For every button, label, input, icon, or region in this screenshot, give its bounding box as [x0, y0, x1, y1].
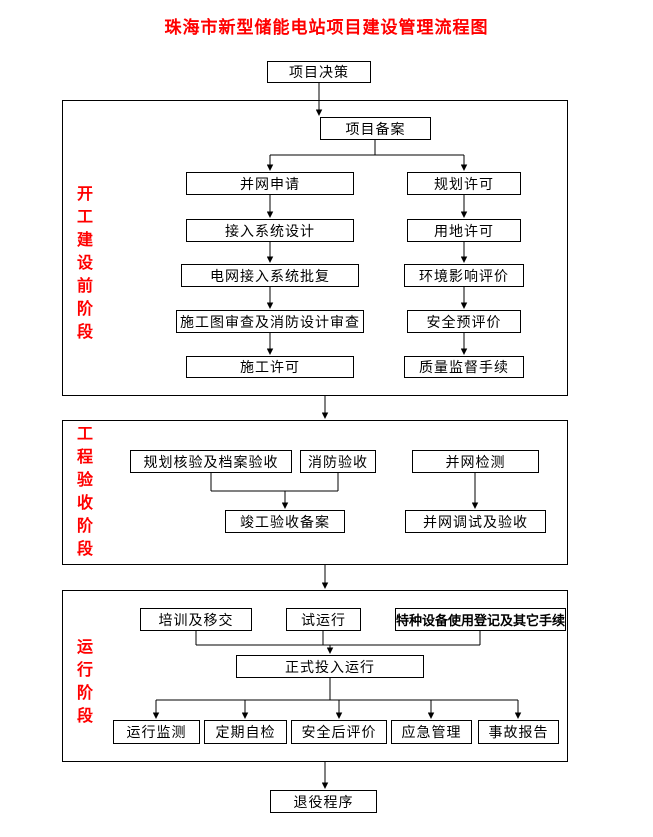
node-completion-acceptance-filing: 竣工验收备案 — [225, 510, 345, 533]
page-title: 珠海市新型储能电站项目建设管理流程图 — [164, 18, 489, 37]
node-planning-verification-archive-acceptance: 规划核验及档案验收 — [130, 450, 292, 473]
node-grid-connection-application: 并网申请 — [186, 172, 354, 195]
node-access-system-design: 接入系统设计 — [186, 219, 354, 242]
connector-lines — [152, 83, 522, 789]
node-planning-permit: 规划许可 — [407, 172, 521, 195]
stage3-boundary — [62, 590, 568, 762]
stage1-label: 开工建设前阶段 — [76, 186, 93, 341]
node-fire-acceptance: 消防验收 — [300, 450, 376, 473]
node-project-filing: 项目备案 — [320, 117, 431, 140]
node-environmental-impact-assessment: 环境影响评价 — [404, 264, 524, 287]
node-quality-supervision-procedures: 质量监督手续 — [404, 356, 524, 378]
node-grid-access-approval: 电网接入系统批复 — [181, 264, 359, 287]
node-periodic-self-inspection: 定期自检 — [204, 720, 287, 744]
stage3-label: 运行阶段 — [76, 639, 93, 725]
node-accident-report: 事故报告 — [478, 720, 559, 744]
stage2-label: 工程验收阶段 — [76, 426, 93, 558]
node-safety-pre-evaluation: 安全预评价 — [407, 310, 521, 333]
node-emergency-management: 应急管理 — [391, 720, 472, 744]
node-decommissioning-procedure: 退役程序 — [270, 790, 377, 813]
node-construction-permit: 施工许可 — [186, 356, 354, 378]
node-post-safety-evaluation: 安全后评价 — [291, 720, 387, 744]
node-project-decision: 项目决策 — [267, 61, 371, 83]
node-drawing-and-fire-design-review: 施工图审查及消防设计审查 — [176, 310, 364, 333]
node-land-use-permit: 用地许可 — [407, 219, 521, 242]
node-training-handover: 培训及移交 — [140, 608, 252, 631]
node-special-equipment-registration: 特种设备使用登记及其它手续 — [395, 608, 566, 631]
node-operation-monitoring: 运行监测 — [113, 720, 200, 744]
stage1-boundary — [62, 100, 568, 396]
node-grid-connection-test: 并网检测 — [412, 450, 539, 473]
stage2-boundary — [62, 420, 568, 565]
node-trial-operation: 试运行 — [286, 608, 361, 631]
node-grid-commissioning-acceptance: 并网调试及验收 — [405, 510, 546, 533]
node-official-operation: 正式投入运行 — [236, 655, 424, 678]
